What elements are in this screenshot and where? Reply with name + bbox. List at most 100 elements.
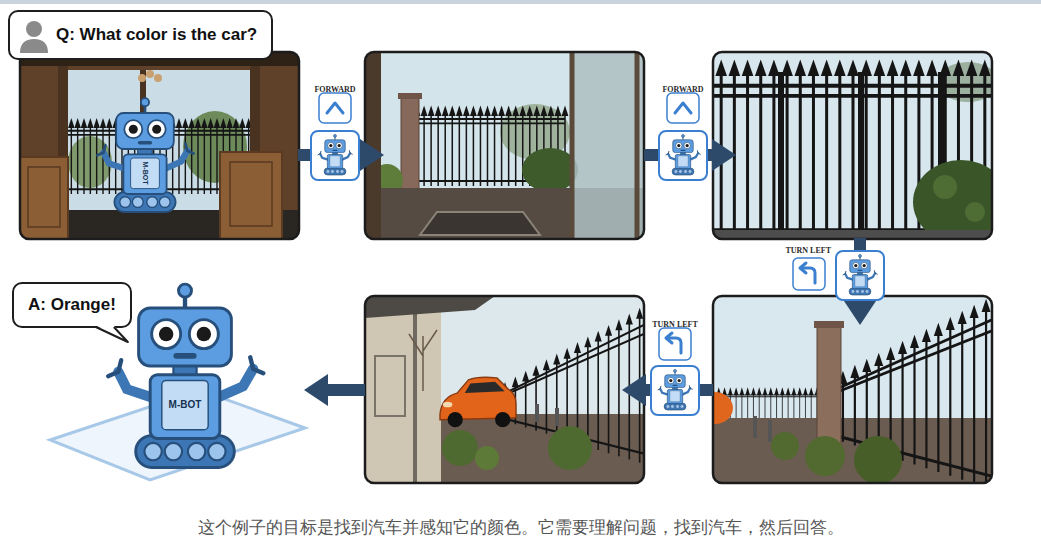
fence-bar bbox=[961, 322, 963, 480]
fence-spike bbox=[533, 365, 540, 376]
robot-chest bbox=[678, 156, 688, 167]
robot-wheel bbox=[688, 170, 692, 174]
fence-spike bbox=[220, 118, 226, 128]
fence-spike bbox=[874, 353, 883, 366]
fence-spike bbox=[106, 118, 112, 128]
fence-spike bbox=[435, 106, 442, 117]
car-window bbox=[465, 382, 505, 393]
fence-bar bbox=[204, 126, 205, 194]
robot-head bbox=[665, 375, 685, 388]
fence-spike bbox=[93, 118, 99, 128]
fence-bar bbox=[811, 393, 812, 422]
fence-spike bbox=[768, 387, 773, 395]
robot-claw bbox=[250, 357, 263, 373]
bush bbox=[854, 436, 902, 483]
fence-spike bbox=[484, 106, 491, 117]
bush-leaf bbox=[933, 175, 957, 199]
speech-bubble: A: Orange! bbox=[12, 282, 132, 328]
fence-spike bbox=[768, 60, 780, 77]
fence-spike bbox=[742, 60, 754, 77]
robot-treads bbox=[672, 168, 694, 175]
robot-arm bbox=[320, 154, 328, 160]
fence-bar bbox=[459, 114, 461, 186]
fence-spike bbox=[428, 106, 435, 117]
fence-bar bbox=[770, 393, 771, 422]
lamp-post bbox=[753, 416, 757, 438]
fence-spike bbox=[74, 118, 80, 128]
robot-arm bbox=[668, 154, 676, 160]
figure-caption: 这个例子的目标是找到汽车并感知它的颜色。它需要理解问题，找到汽车，然后回答。 bbox=[0, 516, 1041, 538]
fence-spike bbox=[505, 106, 512, 117]
robot-eye bbox=[676, 142, 682, 148]
robot-pupil bbox=[338, 144, 341, 147]
robot-body bbox=[667, 390, 682, 404]
panel-border bbox=[365, 52, 644, 239]
scene-panel bbox=[713, 296, 992, 483]
robot-pupil bbox=[686, 144, 689, 147]
fence-spike bbox=[498, 106, 505, 117]
robot-claw bbox=[186, 144, 194, 154]
robot-wheel bbox=[132, 197, 143, 208]
doormat bbox=[420, 212, 540, 235]
sky bbox=[713, 296, 992, 483]
fence-bar bbox=[444, 114, 446, 186]
fence-bar bbox=[191, 126, 192, 194]
robot bbox=[658, 370, 692, 410]
robot-wheel bbox=[676, 405, 680, 409]
pillar bbox=[401, 97, 419, 189]
fence-spike bbox=[512, 106, 519, 117]
robot-eye bbox=[336, 142, 342, 148]
robot-claw bbox=[349, 151, 352, 155]
fence-spike bbox=[755, 60, 767, 77]
robot-icon bbox=[660, 132, 706, 179]
fence-spike bbox=[442, 106, 449, 117]
fence-bar bbox=[102, 126, 103, 194]
turn-left-icon bbox=[793, 258, 825, 290]
bare-tree bbox=[409, 330, 437, 391]
fence-spike bbox=[226, 118, 232, 128]
fence-bar bbox=[525, 380, 527, 428]
fence-bar bbox=[985, 310, 987, 483]
robot-body bbox=[150, 375, 220, 439]
robot-arm bbox=[118, 372, 153, 398]
chevron-up bbox=[675, 103, 691, 113]
robot-wheel bbox=[671, 405, 675, 409]
fence-spike bbox=[626, 314, 633, 325]
robot bbox=[666, 135, 700, 175]
fence-spike bbox=[886, 347, 895, 360]
fence-bar bbox=[891, 74, 894, 239]
fence-spike bbox=[233, 118, 239, 128]
robot-wheel bbox=[674, 170, 678, 174]
robot-pupil bbox=[863, 264, 866, 267]
robot-claw bbox=[874, 271, 877, 275]
robot-body bbox=[852, 275, 867, 289]
robot-arm bbox=[690, 153, 698, 159]
fence-bar bbox=[799, 393, 800, 422]
fence-spike bbox=[207, 118, 213, 128]
robot-eye bbox=[189, 320, 218, 349]
fence-spike bbox=[195, 118, 201, 128]
robot-mouth bbox=[138, 141, 152, 145]
fence-spike bbox=[780, 387, 785, 395]
robot-body bbox=[327, 155, 342, 169]
fence-spike bbox=[729, 60, 741, 77]
robot-wheel bbox=[208, 443, 225, 460]
icon-box bbox=[793, 258, 825, 290]
fence-spike bbox=[477, 106, 484, 117]
car-part bbox=[713, 392, 733, 424]
robot-chest bbox=[855, 276, 865, 287]
robot-claw bbox=[697, 151, 700, 155]
robot-head bbox=[116, 113, 174, 149]
robot-head bbox=[325, 140, 345, 153]
fence-bar bbox=[480, 114, 482, 186]
robot-eye bbox=[328, 142, 334, 148]
lamp-post bbox=[555, 408, 559, 426]
fence-spike bbox=[970, 305, 979, 318]
robot-wheel bbox=[861, 290, 865, 294]
robot-eye bbox=[676, 377, 682, 383]
robot-treads bbox=[849, 288, 871, 295]
fence-spike bbox=[803, 387, 808, 395]
fence-bar bbox=[878, 74, 881, 239]
robot-arm bbox=[845, 274, 853, 280]
forward-icon bbox=[667, 93, 699, 123]
